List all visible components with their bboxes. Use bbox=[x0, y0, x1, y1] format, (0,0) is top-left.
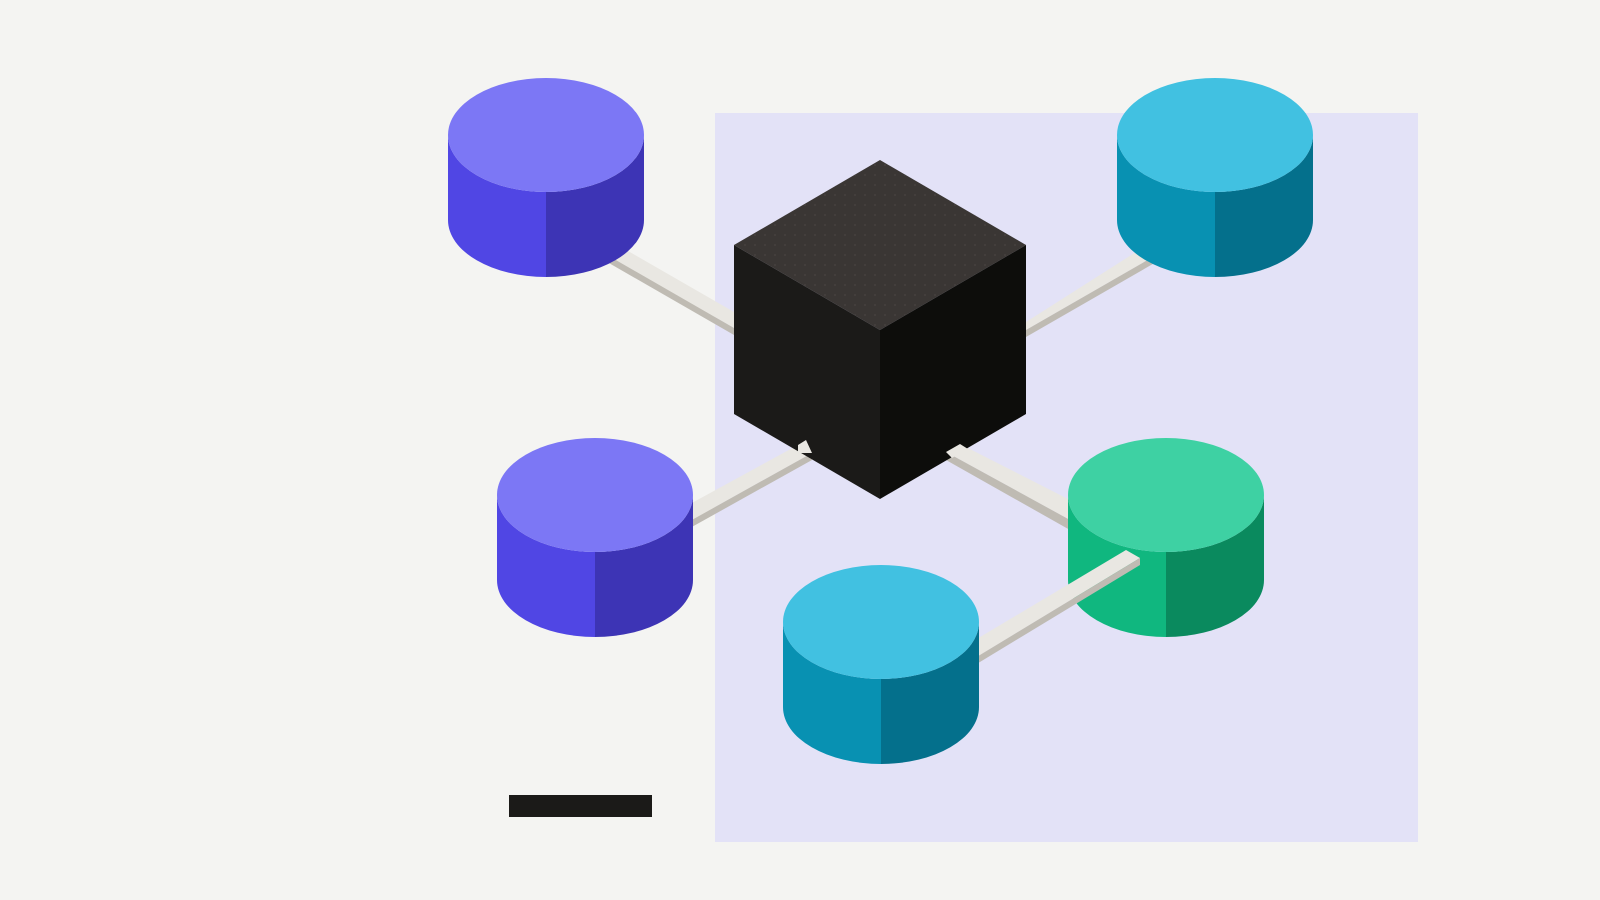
database-cylinder-icon bbox=[448, 78, 644, 277]
connector-db-bottom-db-middle-right bbox=[975, 550, 1140, 665]
database-cylinder-icon bbox=[1117, 78, 1313, 277]
connector-cap-right bbox=[946, 444, 968, 458]
connector-hub-db-top-right bbox=[1026, 238, 1172, 337]
connector-cap-left bbox=[798, 440, 812, 453]
legend-bar bbox=[509, 795, 652, 817]
connector-hub-db-top-left bbox=[588, 236, 734, 335]
connector-hub-db-middle-left bbox=[690, 445, 812, 528]
database-cylinder-icon bbox=[783, 565, 979, 764]
database-cylinder-icon bbox=[1068, 438, 1264, 637]
database-cylinder-icon bbox=[497, 438, 693, 637]
isometric-cube-icon bbox=[734, 160, 1026, 499]
connector-hub-db-middle-right bbox=[946, 444, 1070, 530]
